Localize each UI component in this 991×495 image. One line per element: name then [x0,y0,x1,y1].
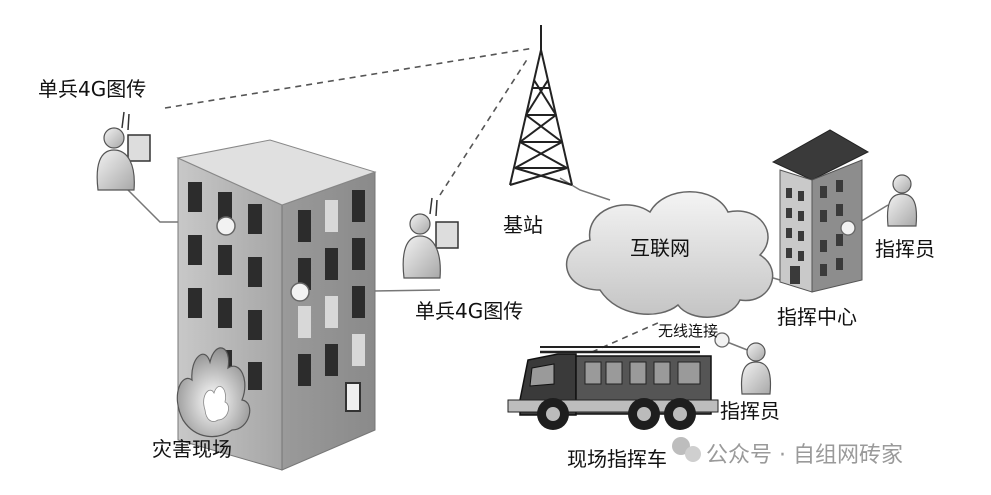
soldier-mid-icon [402,197,459,279]
truck-wheels [537,398,696,430]
sensor-node-icon [216,216,236,236]
label-base-station: 基站 [503,213,543,237]
label-internet: 互联网 [630,236,690,260]
building-right-windows [298,190,365,412]
label-disaster-site: 灾害现场 [152,437,232,461]
label-command-center: 指挥中心 [777,305,857,329]
fire-truck-icon [507,332,730,430]
label-soldier-top: 单兵4G图传 [38,77,146,101]
sensor-node-icon [714,332,730,348]
wechat-icon [672,437,701,462]
commander-truck-icon [740,342,772,395]
internet-cloud [565,191,774,318]
label-command-vehicle: 现场指挥车 [567,447,667,471]
soldier-top-icon [96,111,151,191]
label-commander-center: 指挥员 [875,237,935,261]
commander-center-icon [886,174,918,227]
command-center-building [771,129,870,293]
watermark-text: 公众号 · 自组网砖家 [706,443,903,468]
link-soldier-mid-to-tower [439,57,529,196]
cell-tower [509,25,573,186]
link-soldier-top-to-tower [164,47,535,109]
building-left-windows [188,182,262,390]
disaster-building [176,139,377,471]
label-soldier-mid: 单兵4G图传 [415,299,523,323]
label-wireless: 无线连接 [658,322,718,340]
label-commander-truck: 指挥员 [720,399,780,423]
fire-icon [176,347,251,438]
sensor-node-icon [840,220,856,236]
sensor-node-icon [290,282,310,302]
line-tower-to-cloud [559,177,611,201]
